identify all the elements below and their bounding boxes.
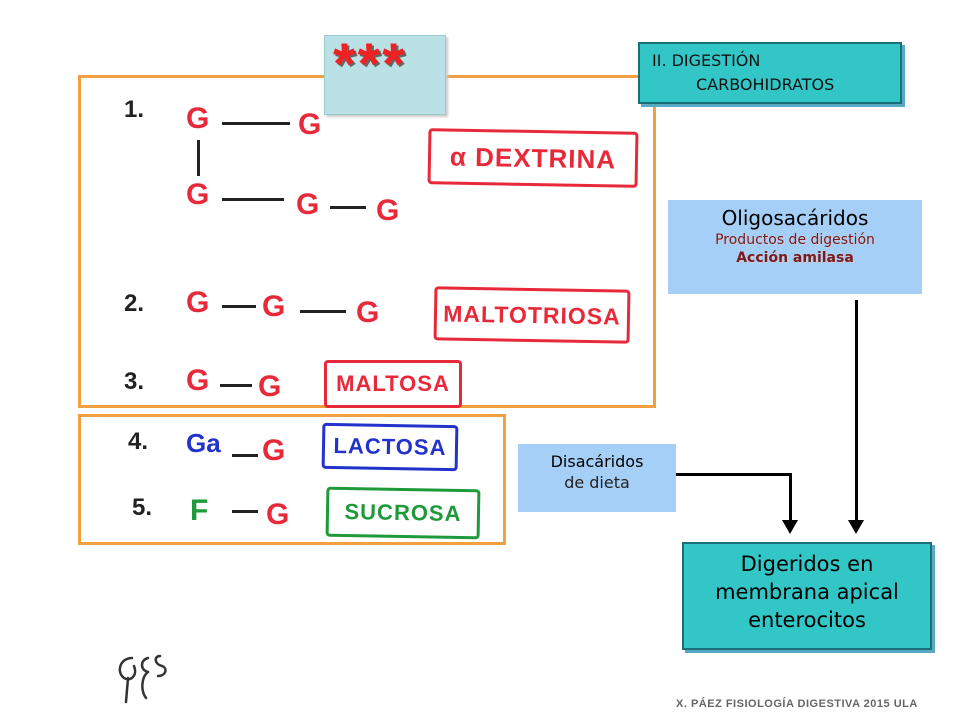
row-number-4: 4. bbox=[128, 428, 149, 455]
signature-scribble bbox=[118, 654, 167, 704]
bond-4a bbox=[232, 454, 258, 457]
bond-1a bbox=[222, 122, 290, 125]
bond-3a bbox=[220, 384, 252, 387]
row-number-5: 5. bbox=[132, 494, 153, 521]
bond-2a bbox=[222, 305, 256, 308]
frame-amilasa-products bbox=[78, 75, 656, 408]
section-title-line2: CARBOHIDRATOS bbox=[696, 75, 835, 94]
disacaridos-line2: de dieta bbox=[564, 473, 630, 492]
glucose-2a: G bbox=[186, 286, 210, 319]
digeridos-line3: enterocitos bbox=[748, 608, 866, 632]
frame-dietary-disaccharides bbox=[78, 414, 506, 545]
bond-1-branch bbox=[197, 140, 200, 176]
fructose-5a: F bbox=[190, 494, 209, 527]
row-number-2: 2. bbox=[124, 290, 145, 317]
glucose-3b: G bbox=[258, 370, 282, 403]
oligosacaridos-box: Oligosacáridos Productos de digestión Ac… bbox=[668, 200, 922, 294]
glucose-4b: G bbox=[262, 434, 286, 467]
oligosacaridos-line2: Productos de digestión bbox=[715, 232, 875, 248]
arrow-disac-head bbox=[782, 520, 798, 534]
row-number-3: 3. bbox=[124, 368, 145, 395]
galactose-4a: Ga bbox=[186, 428, 221, 458]
arrow-disac-horizontal bbox=[676, 473, 792, 476]
digeridos-line1: Digeridos en bbox=[740, 552, 874, 576]
label-maltosa: MALTOSA bbox=[324, 360, 462, 408]
digeridos-line2: membrana apical bbox=[715, 580, 899, 604]
bond-1c bbox=[330, 206, 366, 209]
arrow-oligo-vertical bbox=[855, 300, 858, 520]
digeridos-box: Digeridos en membrana apical enterocitos bbox=[682, 542, 932, 650]
section-title-box: II. DIGESTIÓN CARBOHIDRATOS bbox=[638, 42, 902, 104]
bond-1b bbox=[222, 198, 284, 201]
stars-box: *** bbox=[324, 35, 446, 115]
oligosacaridos-line3: Acción amilasa bbox=[736, 250, 854, 266]
glucose-2b: G bbox=[262, 290, 286, 323]
label-lactosa: LACTOSA bbox=[321, 422, 459, 472]
glucose-2c: G bbox=[356, 296, 380, 329]
bond-2b bbox=[300, 310, 346, 313]
disacaridos-box: Disacáridos de dieta bbox=[518, 444, 676, 512]
section-title-line1: II. DIGESTIÓN bbox=[652, 51, 761, 70]
arrow-oligo-head bbox=[848, 520, 864, 534]
oligosacaridos-title: Oligosacáridos bbox=[721, 206, 869, 230]
row-number-1: 1. bbox=[124, 96, 145, 123]
glucose-1e: G bbox=[376, 194, 400, 227]
arrow-disac-vertical bbox=[789, 473, 792, 520]
glucose-1a: G bbox=[186, 102, 210, 135]
footer-credit: X. PÁEZ FISIOLOGÍA DIGESTIVA 2015 ULA bbox=[676, 698, 918, 710]
label-alpha-dextrina: α DEXTRINA bbox=[427, 128, 639, 188]
glucose-1b: G bbox=[298, 108, 322, 141]
glucose-1c: G bbox=[186, 178, 210, 211]
bond-5a bbox=[232, 510, 258, 513]
disacaridos-line1: Disacáridos bbox=[550, 452, 644, 471]
stars-text: *** bbox=[333, 32, 407, 97]
label-maltotriosa: MALTOTRIOSA bbox=[433, 286, 631, 344]
glucose-1d: G bbox=[296, 188, 320, 221]
glucose-5b: G bbox=[266, 498, 290, 531]
label-sucrosa: SUCROSA bbox=[325, 486, 481, 540]
glucose-3a: G bbox=[186, 364, 210, 397]
